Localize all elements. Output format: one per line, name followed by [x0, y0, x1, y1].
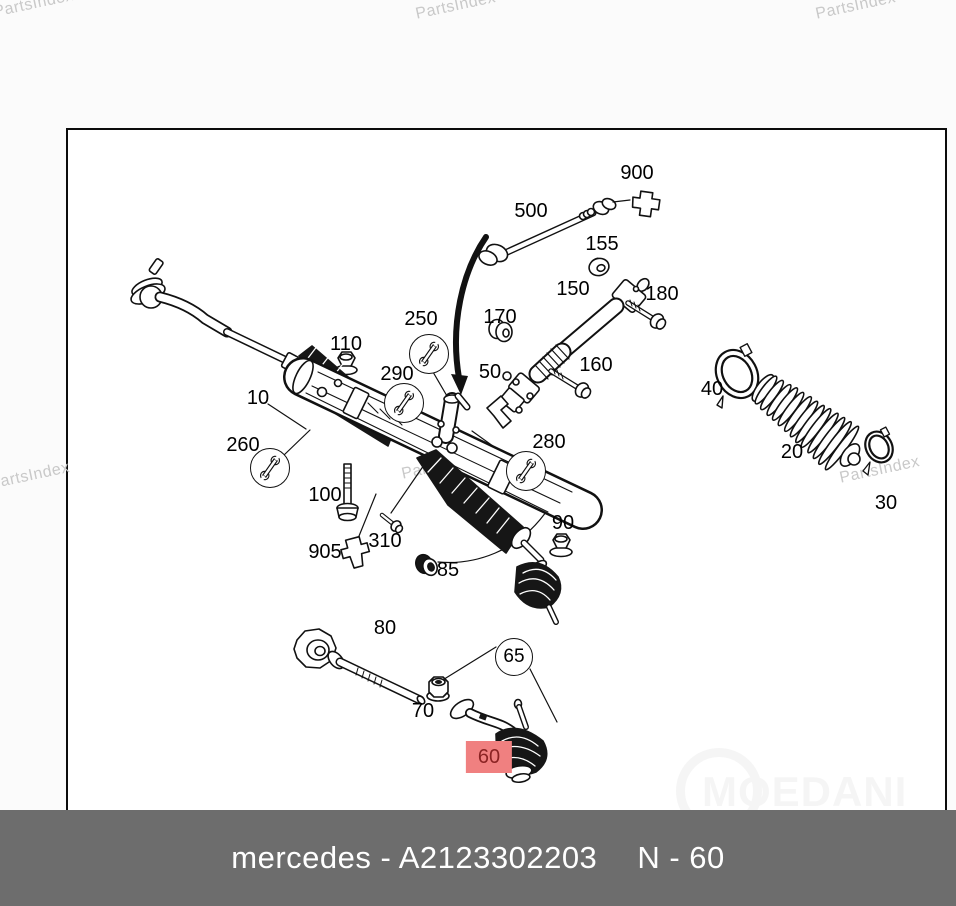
part-label-900[interactable]: 900 — [620, 162, 654, 184]
part-label-10[interactable]: 10 — [246, 387, 270, 409]
part-label-155[interactable]: 155 — [585, 233, 619, 255]
footer-note: N - 60 — [637, 840, 725, 875]
part-label-150[interactable]: 150 — [556, 278, 590, 300]
part-60-tie-rod-end — [449, 698, 548, 784]
part-70-nut — [426, 676, 450, 702]
part-160-bolt — [548, 367, 592, 399]
part-label-110[interactable]: 110 — [330, 333, 362, 355]
part-label-280[interactable]: 280 — [532, 431, 566, 453]
part-label-260[interactable]: 260 — [226, 434, 260, 456]
part-label-250[interactable]: 250 — [404, 308, 438, 330]
part-label-905[interactable]: 905 — [308, 541, 342, 563]
part-tie-rod-end-right — [514, 559, 562, 625]
part-label-85[interactable]: 85 — [436, 559, 460, 581]
part-150-steering-shaft — [499, 277, 650, 414]
part-10-rack-assembly — [130, 258, 603, 564]
part-label-70[interactable]: 70 — [411, 700, 435, 722]
part-label-500[interactable]: 500 — [514, 200, 548, 222]
part-label-65-circled[interactable]: 65 — [495, 638, 533, 676]
wrench-symbol — [506, 451, 546, 491]
wrench-symbol — [384, 383, 424, 423]
part-40-clamp — [714, 343, 760, 409]
part-500-cable — [478, 197, 631, 266]
part-label-160[interactable]: 160 — [579, 354, 613, 376]
part-label-310[interactable]: 310 — [368, 530, 402, 552]
footer-brand-part-number: mercedes - A2123302203 — [231, 840, 598, 875]
part-90-nut — [549, 533, 573, 558]
part-label-50[interactable]: 50 — [478, 361, 502, 383]
part-80-inner-tie-rod — [293, 628, 426, 705]
part-50-bracket — [486, 395, 512, 429]
part-310-bolt — [379, 512, 404, 534]
part-905-clip — [340, 535, 371, 569]
part-label-290[interactable]: 290 — [380, 363, 414, 385]
part-100-bolt — [336, 463, 359, 522]
routing-arrow — [451, 234, 489, 395]
part-label-180[interactable]: 180 — [645, 283, 679, 305]
part-20-boot — [751, 373, 861, 471]
part-900-connector — [631, 190, 661, 218]
part-170-washer — [488, 318, 513, 343]
highlighted-part-label-60[interactable]: 60 — [465, 741, 513, 773]
part-label-20[interactable]: 20 — [780, 441, 804, 463]
ghost-logo-text: MOEDANI — [702, 768, 908, 815]
part-30-clamp — [862, 426, 894, 476]
wrench-symbol — [250, 448, 290, 488]
wrench-symbol — [409, 334, 449, 374]
part-label-90[interactable]: 90 — [551, 512, 575, 534]
part-label-80[interactable]: 80 — [373, 617, 397, 639]
part-155-nut — [588, 257, 610, 277]
part-label-170[interactable]: 170 — [483, 306, 517, 328]
part-label-100[interactable]: 100 — [308, 484, 342, 506]
part-label-30[interactable]: 30 — [874, 492, 898, 514]
part-180-bolt — [625, 299, 667, 330]
part-label-40[interactable]: 40 — [700, 378, 724, 400]
footer-bar: mercedes - A2123302203 N - 60 — [0, 810, 956, 906]
part-85-grommet — [415, 553, 438, 577]
